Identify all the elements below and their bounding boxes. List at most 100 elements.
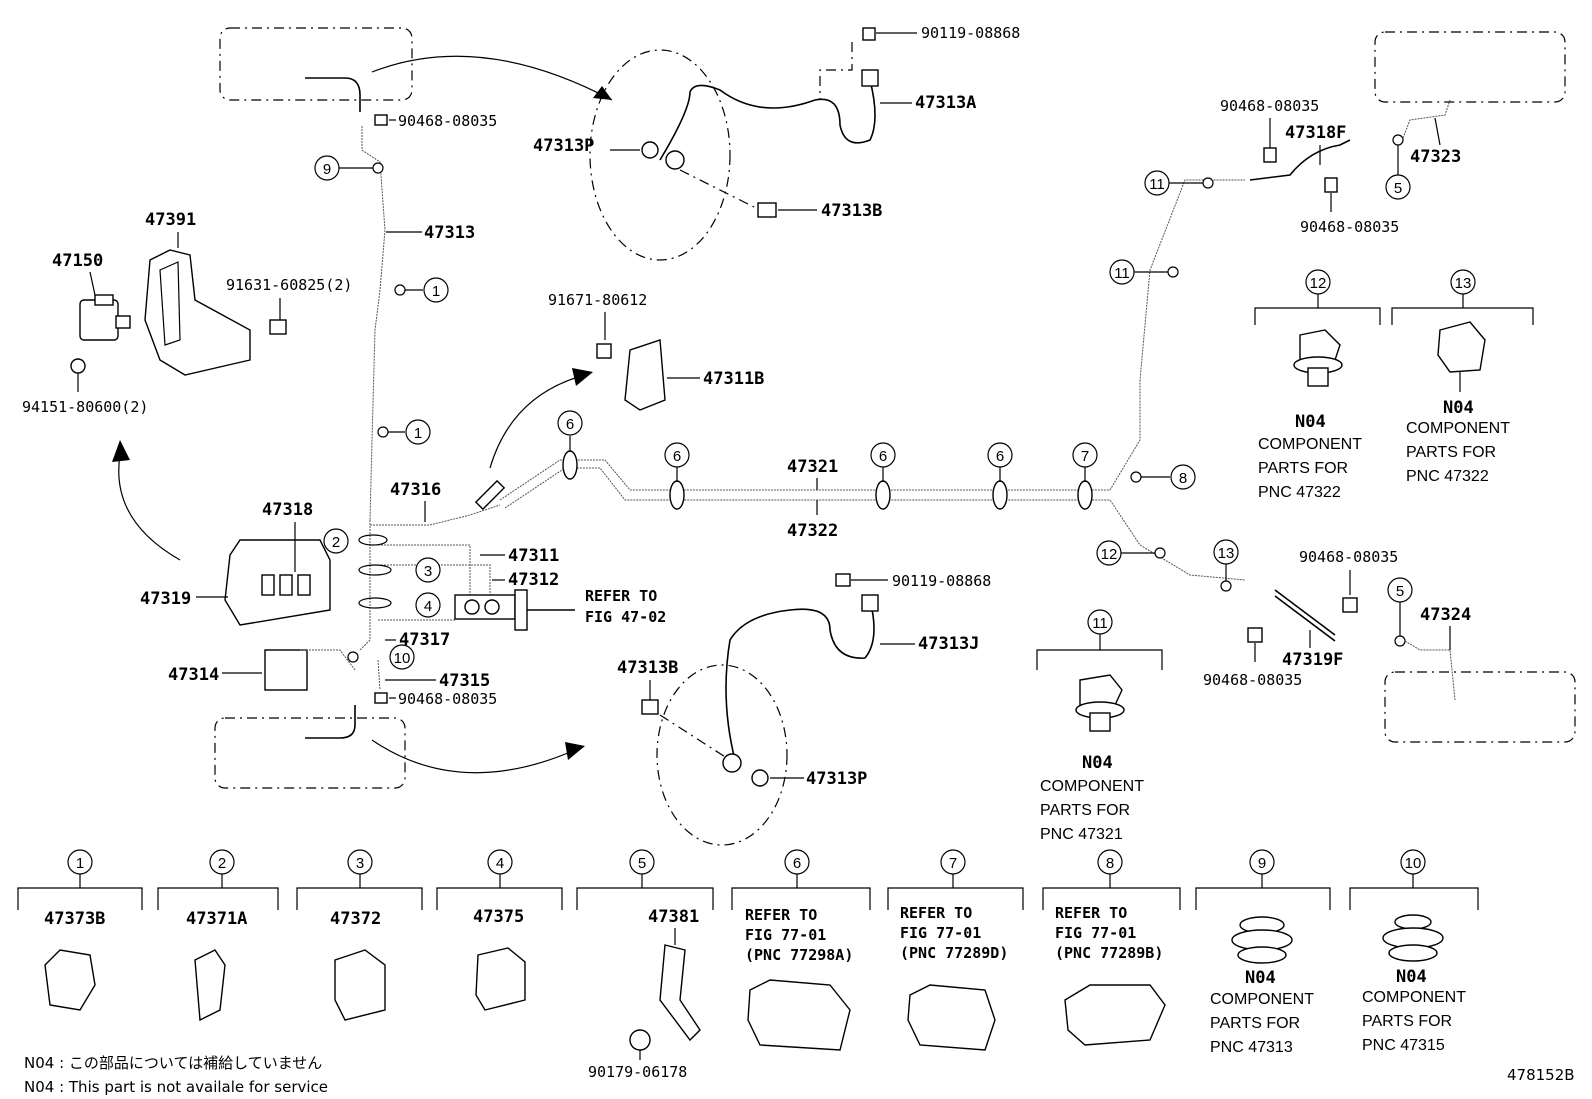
- leader-arrow-bottom: [371, 739, 576, 774]
- n04-text: PNC 47321: [1040, 826, 1123, 843]
- callout-number: 5: [1394, 180, 1402, 197]
- brake-pipe-47312: [378, 564, 491, 595]
- bracket-47311B: [624, 339, 666, 411]
- bolt-90119-mid: [835, 573, 851, 587]
- callout-number: 10: [394, 650, 411, 667]
- part-number-label: 47311: [508, 546, 559, 566]
- figure-id: 478152B: [1507, 1066, 1575, 1084]
- brake-pipe-47322: [504, 467, 1246, 581]
- clip-90468-r1: [1263, 147, 1277, 163]
- part-number-label: 90179-06178: [588, 1063, 687, 1081]
- callout-number: 4: [496, 855, 504, 872]
- detail-ellipse-mid: [656, 664, 788, 846]
- callout-number: 1: [432, 283, 440, 300]
- valve-assembly-47319: [224, 539, 331, 626]
- n04-text: COMPONENT: [1406, 420, 1510, 437]
- callout-number: 2: [332, 534, 340, 551]
- leader-arrow-left: [118, 454, 181, 561]
- part-number-label: 47381: [648, 907, 699, 927]
- part-number-label: 90119-08868: [892, 572, 991, 590]
- brake-pipe-47315: [377, 659, 381, 691]
- n04-text: PARTS FOR: [1258, 460, 1348, 477]
- part-number-label: 47324: [1420, 605, 1471, 625]
- part-number-label: 47319: [140, 589, 191, 609]
- clip-illustration-13: [1437, 321, 1486, 373]
- brake-pipe-47313: [361, 126, 386, 521]
- refer-text: FIG 77-01: [900, 924, 981, 942]
- n04-text: COMPONENT: [1210, 991, 1314, 1008]
- bolt-91671: [596, 343, 612, 359]
- callout-number: 6: [566, 416, 574, 433]
- callout-number: 8: [1179, 470, 1187, 487]
- part-number-label: 47313B: [821, 201, 882, 221]
- proportioning-valve-47150: [79, 299, 119, 341]
- callout-number: 8: [1106, 855, 1114, 872]
- callout-5b: [1387, 577, 1413, 603]
- callout-number: 3: [356, 855, 364, 872]
- flex-hose-47318F: [1249, 139, 1351, 181]
- n04-text: PNC 47313: [1210, 1039, 1293, 1056]
- brake-pipe-47324: [1404, 640, 1456, 701]
- n04-text: COMPONENT: [1040, 778, 1144, 795]
- part-number-label: 47316: [390, 480, 441, 500]
- vehicle-body-outline-top: [219, 27, 413, 101]
- part-number-label: 94151-80600(2): [22, 398, 148, 416]
- callout-5a: [1385, 174, 1411, 200]
- refer-text: REFER TO: [745, 906, 817, 924]
- n04-code: N04: [1245, 968, 1276, 988]
- callout-10: [389, 644, 415, 670]
- clip-90468-mid: [374, 692, 388, 704]
- flex-hose-47313A: [659, 84, 816, 161]
- part-number-label: 47318: [262, 500, 313, 520]
- part-number-label: 90468-08035: [1220, 97, 1319, 115]
- callout-number: 12: [1101, 546, 1118, 563]
- n04-text: PARTS FOR: [1210, 1015, 1300, 1032]
- clip-illustration-3: [334, 949, 386, 1021]
- callout-1: [423, 277, 449, 303]
- callout-number: 6: [793, 855, 801, 872]
- n04-text: COMPONENT: [1258, 436, 1362, 453]
- leader-arrow-mid: [489, 377, 576, 469]
- part-number-label: 47373B: [44, 909, 105, 929]
- part-number-label: 47313P: [806, 769, 867, 789]
- clip-illustration-4: [475, 947, 526, 1011]
- washer-47313P-mid: [751, 769, 769, 787]
- refer-text: FIG 77-01: [745, 926, 826, 944]
- part-number-label: 47372: [330, 909, 381, 929]
- bracket-47391: [144, 249, 251, 376]
- callout-13: [1213, 539, 1239, 565]
- part-number-label: 47321: [787, 457, 838, 477]
- pipe-end-top: [305, 77, 361, 112]
- callout-number: 11: [1114, 265, 1130, 282]
- n04-code: N04: [1295, 412, 1326, 432]
- flex-hose-47319F: [1274, 589, 1336, 636]
- clip-90468-r4: [1247, 627, 1263, 643]
- callout-number: 1: [76, 855, 84, 872]
- n04-code: N04: [1082, 753, 1113, 773]
- n04-text: PARTS FOR: [1406, 444, 1496, 461]
- part-number-label: 47150: [52, 251, 103, 271]
- callout-6b: [664, 442, 690, 468]
- callout-number: 6: [673, 448, 681, 465]
- part-number-label: 91631-60825(2): [226, 276, 352, 294]
- brake-pipe-47321: [499, 179, 1245, 501]
- callout-11b: [1109, 259, 1135, 285]
- bolt-47313B-top: [757, 202, 777, 218]
- clip-illustration-2: [194, 949, 226, 1022]
- callout-number: 1: [414, 425, 422, 442]
- callout-number: 13: [1455, 275, 1472, 292]
- flex-hose-47313J: [725, 599, 875, 761]
- bolt-91631: [269, 319, 287, 335]
- part-number-label: 47313A: [915, 93, 976, 113]
- callout-number: 6: [879, 448, 887, 465]
- n04-text: PNC 47322: [1258, 484, 1341, 501]
- callout-number: 11: [1092, 615, 1108, 632]
- callout-11a: [1144, 170, 1170, 196]
- part-number-label: 47317: [399, 630, 450, 650]
- part-number-label: 47313B: [617, 658, 678, 678]
- bolt-90119-top: [862, 27, 876, 41]
- callout-number: 7: [1081, 448, 1089, 465]
- clamp-illustration-7: [907, 984, 996, 1051]
